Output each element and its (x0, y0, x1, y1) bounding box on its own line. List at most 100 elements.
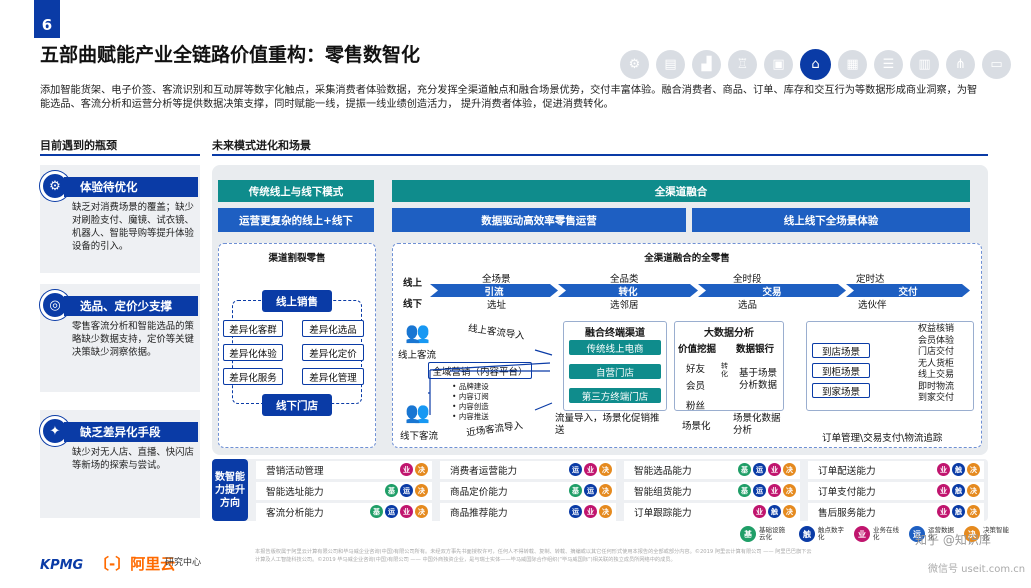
fulfil-item: 即时物流 (917, 381, 954, 392)
legend-item: 决决策智能化 (964, 526, 1009, 542)
capability-item: 客流分析能力基运业决 (256, 503, 432, 521)
settings-icon[interactable]: ⚙ (620, 50, 649, 79)
offline-row-label: 线下 (403, 299, 423, 310)
stage-top: 定时达 (856, 274, 885, 285)
legend-item: 运运营数据化 (909, 526, 954, 542)
document-icon[interactable]: ▤ (656, 50, 685, 79)
page-number: 6 (34, 0, 60, 38)
robot-icon[interactable]: ♖ (728, 50, 757, 79)
legend-item: 基基础设施云化 (740, 526, 789, 542)
offline-stores: 线下门店 (262, 394, 332, 416)
diff-item: 差异化管理 (302, 368, 364, 385)
capability-item: 消费者运营能力运业决 (440, 461, 616, 479)
capability-item: 智能选品能力基运业决 (624, 461, 800, 479)
scene-item: 到家场景 (812, 383, 870, 398)
stage-top: 全品类 (610, 274, 639, 285)
bigdata-sub: 数据银行 (736, 344, 775, 355)
capability-item: 订单支付能力业触决 (808, 482, 984, 500)
bigdata-caption: 场景化 (682, 421, 711, 432)
monitor-icon[interactable]: ▭ (982, 50, 1011, 79)
pain-text: 缺少对无人店、直播、快闪店等新场的探索与尝试。 (72, 447, 194, 471)
data-driven-bar: 数据驱动高效率零售运营 (392, 208, 686, 232)
divider (40, 154, 200, 156)
bigdata-box (674, 321, 784, 411)
capability-item: 智能选址能力基运决 (256, 482, 432, 500)
watermark: 知乎 @知识库 (915, 533, 991, 547)
pain-text: 缺乏对消费场景的覆盖；缺少对刷脸支付、魔镜、试衣镜、机器人、智能导购等提升体验设… (72, 202, 194, 252)
capability-label: 数智能力提升方向 (212, 459, 248, 521)
fulfil-item: 无人货柜 (917, 358, 954, 369)
legend-item: 触触点数字化 (799, 526, 844, 542)
people-group-icon: 👥 (405, 320, 430, 344)
people-group-icon: 👥 (405, 400, 430, 424)
stage-top: 全场景 (482, 274, 511, 285)
building-icon[interactable]: ▥ (910, 50, 939, 79)
capability-item: 订单跟踪能力业触决 (624, 503, 800, 521)
bigdata-item: 好友 (686, 364, 706, 375)
bigdata-caption: 场景化数据分析 (733, 413, 781, 436)
online-flow-label: 线上客流 (398, 350, 437, 361)
fusion-item: 自营门店 (569, 364, 661, 379)
globe-icon: ◎ (40, 290, 70, 320)
research-center-label: 研究中心 (165, 558, 202, 568)
capability-item: 商品推荐能力运业决 (440, 503, 616, 521)
bigdata-item: 粉丝 (686, 401, 706, 412)
pain-title: 选品、定价少支撑 (64, 296, 198, 316)
scene-item: 到柜场景 (812, 363, 870, 378)
intro-text: 添加智能货架、电子价签、客流识别和互动屏等数字化触点，采集消费者体验数据，充分发… (40, 85, 978, 110)
capability-item: 订单配送能力业触决 (808, 461, 984, 479)
pain-text: 零售客流分析和智能选品的策略缺少数据支持，定价等关键决策缺少洞察依据。 (72, 321, 194, 358)
footnote: 本报告版权属于阿里云计算有限公司和毕马威企业咨询(中国)有限公司所有。未经双方事… (255, 549, 812, 563)
pain-card: ✦ 缺乏差异化手段 缺少对无人店、直播、快闪店等新场的探索与尝试。 (40, 410, 200, 518)
stage-arrow: 交付 (846, 284, 970, 297)
bullet: • 内容订阅 (452, 392, 489, 401)
factory-icon[interactable]: ▟ (692, 50, 721, 79)
fusion-item: 传统线上电商 (569, 340, 661, 355)
network-icon[interactable]: ⋔ (946, 50, 975, 79)
capability-item: 营销活动管理业决 (256, 461, 432, 479)
bigdata-right: 基于场景分析数据 (739, 368, 778, 391)
fulfil-item: 权益核销 (917, 324, 954, 334)
gift-icon[interactable]: ▣ (764, 50, 793, 79)
badge-legend: 基基础设施云化 触触点数字化 业业务在线化 运运营数据化 决决策智能化 (740, 526, 1009, 542)
fulfil-list: 权益核销 会员体验 门店交付 无人货柜 线上交易 即时物流 到家交付 (908, 324, 964, 405)
scene-item: 到店场景 (812, 343, 870, 358)
stage-bottom: 选品 (738, 300, 758, 311)
bigdata-item: 会员 (686, 381, 706, 392)
flow-arrows (428, 349, 553, 415)
bus-icon[interactable]: ▦ (838, 50, 867, 79)
stage-arrow: 转化 (558, 284, 698, 297)
online-row-label: 线上 (403, 278, 423, 289)
stage-top: 全时段 (733, 274, 762, 285)
omni-heading: 全渠道融合的全零售 (644, 253, 730, 264)
pain-card: ⚙ 体验待优化 缺乏对消费场景的覆盖；缺少对刷脸支付、魔镜、试衣镜、机器人、智能… (40, 165, 200, 273)
online-sales: 线上销售 (262, 290, 332, 312)
fulfil-item: 门店交付 (917, 347, 954, 357)
diff-item: 差异化体验 (223, 344, 283, 361)
kpmg-logo: KPMG (40, 558, 84, 573)
omnichannel-bar: 全渠道融合 (392, 180, 970, 202)
traditional-mode-bar: 传统线上与线下模式 (218, 180, 374, 202)
stage-arrow: 引流 (430, 284, 558, 297)
stage-bottom: 选伙伴 (858, 300, 887, 311)
section-bottlenecks: 目前遇到的瓶颈 (40, 139, 117, 152)
bigdata-title: 大数据分析 (704, 328, 754, 339)
pain-title: 缺乏差异化手段 (64, 422, 198, 442)
bullet: • 内容推送 (452, 412, 489, 421)
aliyun-logo: 〔-〕阿里云 (94, 555, 176, 573)
diff-item: 差异化选品 (302, 320, 364, 337)
watermark: 微信号 useit.com.cn (928, 564, 1026, 575)
pain-card: ◎ 选品、定价少支撑 零售客流分析和智能选品的策略缺少数据支持，定价等关键决策缺… (40, 284, 200, 392)
fulfil-caption: 订单管理\交易支付\物流追踪 (822, 433, 943, 444)
person-screen-icon[interactable]: ☰ (874, 50, 903, 79)
capability-item: 商品定价能力基运决 (440, 482, 616, 500)
complex-mode-bar: 运营更复杂的线上+线下 (218, 208, 374, 232)
capability-item: 智能组货能力基运业决 (624, 482, 800, 500)
stage-bottom: 选址 (487, 300, 507, 311)
channel-split-heading: 渠道割裂零售 (268, 253, 326, 264)
offline-flow-label: 线下客流 (400, 431, 439, 442)
store-icon[interactable]: ⌂ (800, 49, 831, 80)
capability-item: 售后服务能力业触决 (808, 503, 984, 521)
platform-bullets: • 品牌建设 • 内容订阅 • 内容创造 • 内容推送 (452, 382, 489, 422)
stage-bottom: 选邻居 (610, 300, 639, 311)
